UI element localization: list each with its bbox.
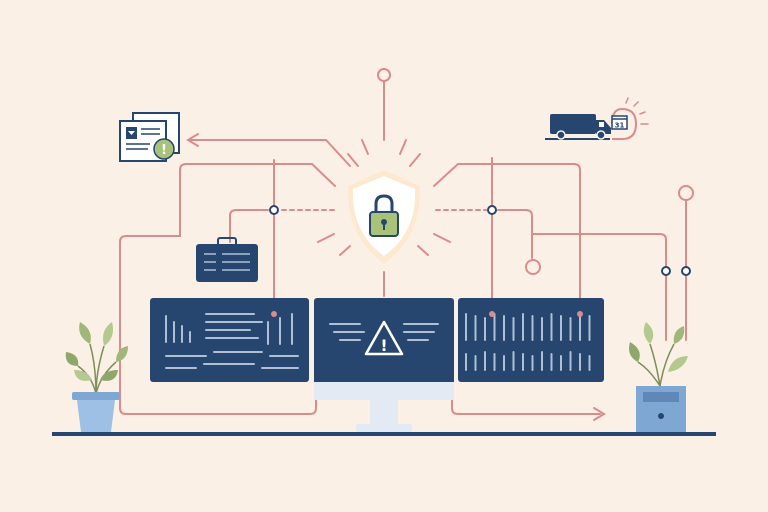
shield-lock-icon: [317, 139, 451, 264]
node-top: [377, 68, 391, 82]
circuit-line-document: [189, 139, 351, 167]
arrowhead-bottom-right: [593, 407, 606, 421]
warning-triangle-icon: !: [364, 320, 404, 356]
circuit-line-briefcase: [229, 209, 269, 243]
briefcase-icon: [196, 237, 258, 282]
junction-server-b: [681, 266, 691, 276]
node-right-top: [678, 185, 694, 201]
junction-right: [487, 205, 497, 215]
junction-server-a: [661, 266, 671, 276]
circuit-nodes: [377, 68, 694, 275]
junction-nodes: [269, 205, 691, 276]
node-right-mid: [525, 259, 541, 275]
left-data-panel: [150, 298, 309, 382]
circuit-line-right-node: [497, 209, 533, 259]
server-tower-icon: [636, 386, 686, 432]
calendar-badge-icon: 31: [611, 115, 628, 130]
right-data-panel: [458, 298, 604, 382]
arrowhead-document: [186, 133, 199, 147]
circuit-line-server-a: [531, 233, 667, 341]
junction-left: [269, 205, 279, 215]
center-monitor: !: [314, 298, 454, 432]
potted-plant-icon: [65, 322, 128, 432]
circuit-line-bottom-right: [451, 399, 601, 415]
circuit-line-left-loop: [119, 163, 336, 415]
right-potted-plant-icon: [629, 322, 688, 387]
floor-line: [52, 432, 716, 436]
calendar-badge-text: 31: [615, 122, 625, 130]
alert-document-icon: !: [119, 112, 180, 162]
alert-exclamation: !: [161, 143, 167, 158]
circuit-line-right-loop: [433, 163, 581, 315]
warning-exclamation: !: [380, 336, 387, 355]
delivery-truck-icon: [545, 97, 649, 140]
